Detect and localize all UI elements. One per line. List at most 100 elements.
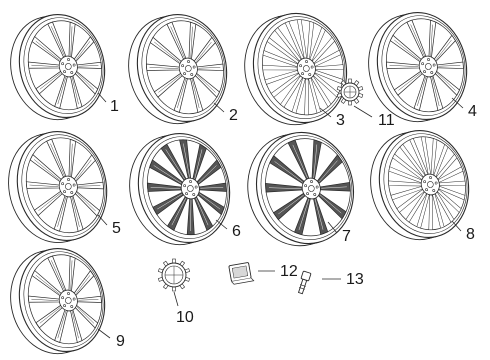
lug-hole bbox=[72, 63, 76, 67]
leader-lines bbox=[97, 92, 464, 339]
spoke-split-line bbox=[76, 192, 96, 212]
leader-line-11 bbox=[353, 105, 373, 118]
spoke-split-line bbox=[31, 64, 59, 67]
spoke-split-line bbox=[430, 24, 433, 57]
lug-hole bbox=[421, 62, 424, 66]
spoke-split-line bbox=[314, 198, 324, 230]
spoke-split-line bbox=[298, 198, 310, 231]
spoke-split-line bbox=[319, 194, 342, 214]
callout-label-8: 8 bbox=[466, 226, 475, 243]
leader-line-9 bbox=[97, 328, 111, 339]
lug-hole bbox=[72, 297, 76, 301]
spoke-split-line bbox=[200, 187, 224, 189]
rim-inner-lip bbox=[383, 133, 468, 234]
spoke-split-line bbox=[194, 149, 203, 179]
callout-labels: 1 2 3 4 5 6 7 8 9 10 11 12 13 bbox=[110, 98, 477, 350]
spoke-split-line bbox=[76, 306, 95, 324]
lug-hole bbox=[423, 180, 426, 184]
wheel-4-illustration bbox=[368, 11, 468, 123]
spoke-split-line bbox=[274, 161, 303, 183]
spoke-split-line bbox=[71, 310, 79, 339]
wheel-spokes bbox=[145, 21, 224, 113]
spoke-split-line bbox=[78, 65, 99, 67]
lug-hole bbox=[67, 58, 70, 61]
lug-hole bbox=[310, 65, 314, 69]
leader-line-8 bbox=[451, 220, 462, 232]
spoke-split-line bbox=[51, 26, 65, 57]
spoke-split-line bbox=[39, 72, 61, 90]
spoke-split-line bbox=[268, 187, 302, 189]
lug-hole bbox=[72, 183, 76, 187]
wheel-7-illustration bbox=[247, 131, 355, 247]
callout-label-13: 13 bbox=[346, 271, 364, 288]
callout-label-11: 11 bbox=[378, 112, 395, 129]
lug-hole bbox=[61, 296, 64, 300]
rim-inner-lip bbox=[381, 15, 466, 116]
spoke-split-line bbox=[438, 65, 461, 67]
hub-center bbox=[65, 297, 72, 304]
hub-center bbox=[65, 63, 72, 70]
leader-line-6 bbox=[215, 219, 228, 230]
spoke-split-line bbox=[183, 143, 190, 178]
lug-hole bbox=[310, 180, 313, 183]
spoke-split-line bbox=[195, 41, 212, 62]
spoke-split-line bbox=[51, 260, 65, 291]
spoke-split-line bbox=[76, 72, 95, 90]
spoke-split-line bbox=[50, 143, 65, 177]
leader-line-3 bbox=[319, 107, 332, 118]
leader-line-4 bbox=[451, 97, 464, 109]
callout-label-9: 9 bbox=[116, 333, 125, 350]
lug-hole bbox=[432, 189, 436, 192]
spoke-split-line bbox=[177, 78, 187, 108]
lug-hole bbox=[299, 64, 302, 68]
spoke-split-line bbox=[31, 298, 59, 301]
spoke-split-line bbox=[71, 76, 79, 105]
spoke-split-line bbox=[292, 144, 308, 179]
lug-hole bbox=[67, 178, 70, 181]
callout-label-10: 10 bbox=[176, 309, 194, 326]
spoke-split-line bbox=[70, 143, 73, 176]
wheel-illustrations bbox=[8, 11, 470, 355]
lug-hole bbox=[430, 71, 434, 74]
leader-line-7 bbox=[327, 221, 338, 234]
wheel-spokes bbox=[146, 139, 227, 235]
wheel-spokes bbox=[385, 19, 464, 111]
spoke-split-line bbox=[75, 275, 91, 294]
lug-hole bbox=[429, 176, 432, 179]
spoke-split-line bbox=[57, 310, 67, 339]
callout-label-1: 1 bbox=[110, 98, 119, 115]
lug-hole bbox=[67, 292, 70, 295]
spoke-split-line bbox=[198, 165, 217, 183]
spoke-split-line bbox=[190, 199, 192, 232]
spoke-split-line bbox=[70, 26, 73, 56]
rim-inner-lip bbox=[260, 135, 353, 241]
lug-hole bbox=[192, 193, 196, 196]
spoke-split-line bbox=[57, 196, 67, 227]
spoke-split-line bbox=[29, 184, 59, 187]
spoke-split-line bbox=[154, 41, 180, 63]
lug-hole bbox=[306, 192, 309, 196]
lug-hole bbox=[185, 192, 188, 196]
leader-line-2 bbox=[213, 102, 225, 113]
lug-hole bbox=[61, 62, 64, 66]
spoke-split-line bbox=[394, 39, 420, 61]
lug-hole bbox=[63, 70, 66, 74]
rim-inner-lip bbox=[23, 251, 104, 348]
wheel-9-illustration bbox=[10, 247, 106, 355]
lug-hole bbox=[425, 188, 428, 192]
callout-label-2: 2 bbox=[229, 107, 238, 124]
lug-hole bbox=[70, 305, 74, 308]
lug-hole bbox=[63, 304, 66, 308]
spoke-split-line bbox=[398, 72, 421, 91]
spoke-split-line bbox=[321, 186, 347, 189]
spoke-split-line bbox=[198, 67, 221, 69]
lug-hole bbox=[61, 182, 64, 186]
lug-hole bbox=[423, 70, 426, 74]
spoke-split-line bbox=[278, 194, 304, 215]
hub-center bbox=[185, 65, 192, 72]
wheel-spokes bbox=[27, 21, 102, 110]
cap-emblem-quarters bbox=[165, 266, 183, 284]
spoke-split-line bbox=[190, 26, 193, 59]
hub-center bbox=[425, 63, 432, 70]
